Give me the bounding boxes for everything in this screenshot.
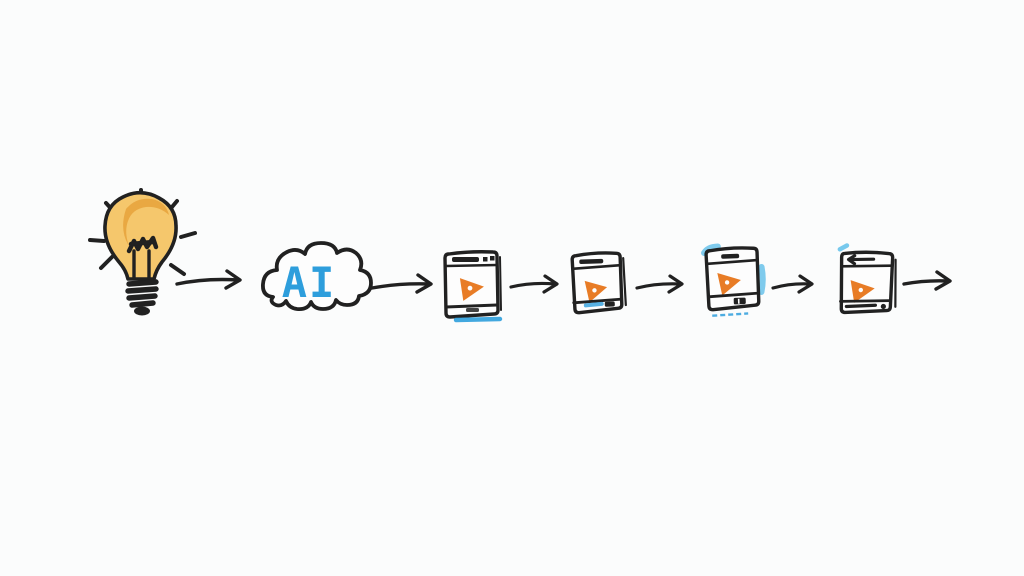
play-icon-dot [724, 280, 730, 285]
address-bar [452, 257, 479, 262]
edge-doubling [622, 256, 627, 307]
titlebar-divider [444, 263, 499, 268]
blue-edge-accent [758, 263, 766, 295]
video-player-window-icon [443, 250, 503, 323]
bottom-dot [880, 303, 886, 310]
blue-corner-accent [701, 243, 721, 256]
arrow-right-icon [902, 270, 952, 291]
arrow-right-icon [175, 269, 242, 290]
window-control-dot [483, 257, 488, 262]
edge-doubling [499, 256, 502, 311]
blue-underline-accent [453, 316, 503, 323]
arrow-right-icon [370, 273, 433, 294]
arrow-right-icon [771, 274, 814, 294]
titlebar-mark [579, 258, 604, 265]
bulb-shade [123, 198, 169, 246]
bulb-glass [103, 190, 178, 281]
bulb-filament [126, 235, 159, 280]
ai-label: AI [282, 258, 337, 307]
bulb-base [125, 279, 159, 308]
titlebar-divider [706, 258, 759, 266]
bottom-mark [604, 301, 615, 307]
video-player-square-icon [570, 251, 627, 315]
blue-smudge-accent [583, 301, 604, 308]
ai-cloud-icon: AI [261, 241, 373, 312]
video-player-tablet-icon [701, 243, 766, 317]
bottom-bar [444, 303, 499, 309]
bottom-bar [839, 299, 892, 303]
titlebar-divider [571, 263, 622, 271]
blue-dashed-underline [712, 312, 749, 317]
bottom-bar [707, 291, 760, 299]
edge-doubling [894, 258, 897, 308]
window-control-dot [490, 256, 495, 261]
blue-tick-accent [837, 243, 850, 252]
video-player-square-icon [837, 243, 897, 315]
play-icon-dot [858, 287, 863, 293]
bottom-mark [844, 303, 877, 309]
play-icon-dot [467, 285, 473, 291]
bottom-bar [572, 297, 624, 305]
back-arrow-mark [846, 254, 876, 266]
play-icon [717, 273, 741, 296]
arrow-right-icon [635, 274, 684, 294]
home-button [733, 297, 746, 305]
bottom-mark [466, 308, 479, 312]
cloud-shape [261, 241, 373, 312]
play-icon-dot [592, 288, 597, 293]
arrow-right-icon [509, 274, 559, 294]
play-icon [850, 280, 875, 303]
bulb-contact [134, 306, 150, 316]
speaker-slot [721, 253, 740, 259]
titlebar-divider [840, 264, 894, 268]
lightbulb-icon [88, 188, 197, 316]
